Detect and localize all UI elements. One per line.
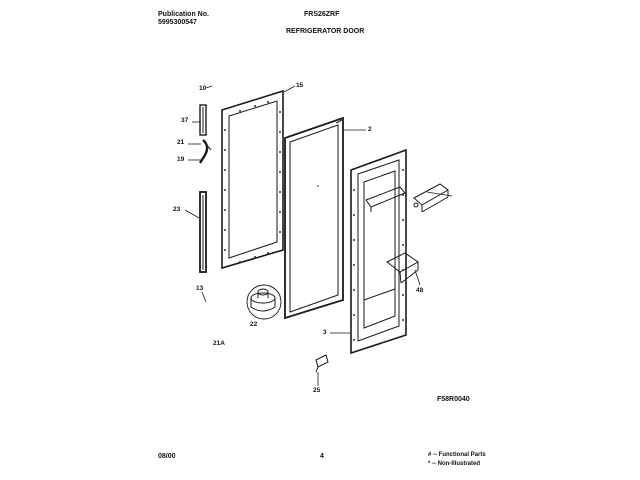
callout-19: 19 [177,156,185,163]
legend-functional-parts: # -- Functional Parts [428,452,486,458]
legend-non-illustrated: * -- Non-Illustrated [428,461,480,467]
door-gasket-frame [221,89,284,270]
hinge-strip [199,104,207,136]
door-bracket [198,139,212,164]
callout-22: 22 [250,321,258,328]
page-number: 4 [320,453,324,460]
door-liner [350,148,407,355]
door-cap [246,284,282,320]
leader-lines [184,85,453,386]
callout-2: 2 [368,126,372,133]
callout-23: 23 [173,206,181,213]
model-number: FRS26ZRF [304,11,340,18]
publication-number: 5995300547 [158,19,197,26]
vertical-trim-strip [199,191,207,273]
callout-37: 37 [181,117,189,124]
section-title: REFRIGERATOR DOOR [286,28,365,35]
publication-label: Publication No. [158,11,209,18]
callout-48: 48 [416,287,424,294]
callout-25: 25 [313,387,321,394]
door-clip [315,354,329,373]
callout-21a: 21A [213,340,225,347]
callout-21: 21 [177,139,185,146]
callout-13: 13 [196,285,204,292]
footer-date: 08/00 [158,453,176,460]
callout-15: 15 [296,82,304,89]
figure-code: F58R0040 [437,396,470,403]
lower-door-bin [386,252,419,284]
callout-3: 3 [323,329,327,336]
upper-door-bin [413,183,449,213]
door-panel [284,116,344,320]
callout-10: 10 [199,85,207,92]
